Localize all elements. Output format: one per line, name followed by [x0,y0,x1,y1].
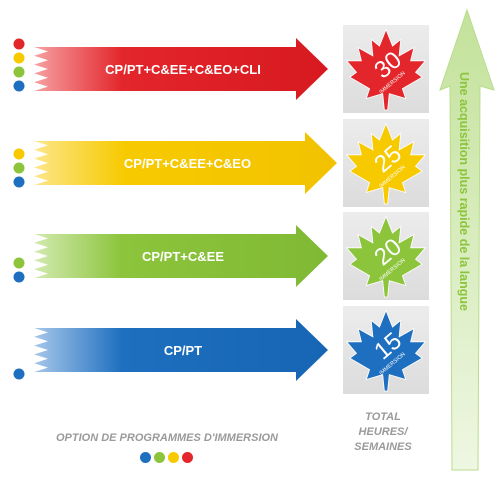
legend-dot [182,452,193,463]
legend-dots [140,452,193,463]
acquisition-text: Une acquisition plus rapide de la langue [457,72,471,311]
program-dot [13,148,25,160]
maple-leaf-icon [345,215,427,298]
pennant-arrow-icon [34,225,328,287]
total-hours-caption: TOTAL HEURES/ SEMAINES [354,411,412,453]
legend-dot [140,452,151,463]
options-caption: OPTION DE PROGRAMMES D'IMMERSION [55,432,278,444]
program-dot [13,80,25,92]
pennant-arrow-icon [34,132,337,194]
program-dot [13,176,25,188]
maple-leaf-icon [345,122,427,205]
legend-dot [154,452,165,463]
program-dot [13,368,25,380]
up-arrow-icon [439,8,495,471]
program-dot [13,162,25,174]
pennant-arrow-icon [34,38,328,100]
maple-leaf-icon [345,309,427,392]
program-label: CP/PT [164,343,202,358]
program-dot [13,52,25,64]
legend-dot [168,452,179,463]
program-dot [13,38,25,50]
program-label: CP/PT+C&EE+C&EO+CLI [105,62,261,77]
program-dot [13,66,25,78]
pennant-arrow-icon [34,319,328,381]
program-dot [13,257,25,269]
program-dot [13,271,25,283]
program-label: CP/PT+C&EE+C&EO [124,156,251,171]
maple-leaf-icon [345,28,427,111]
program-label: CP/PT+C&EE [142,249,224,264]
